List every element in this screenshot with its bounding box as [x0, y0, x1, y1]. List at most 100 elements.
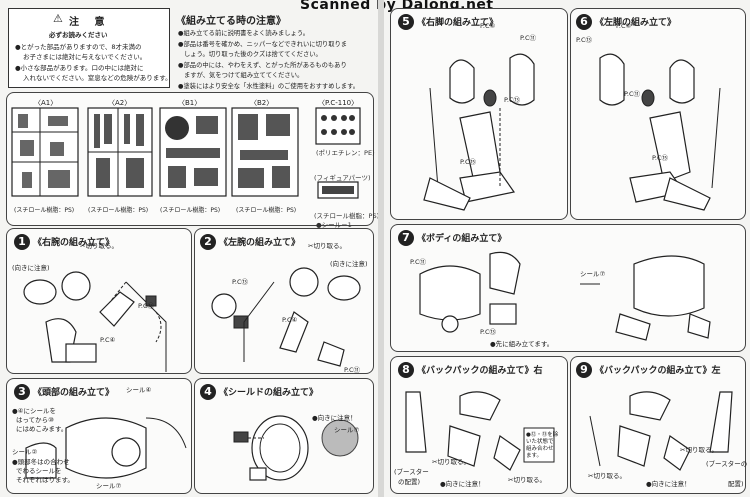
step-3-callout-note2: はってから⑩: [16, 416, 55, 424]
left-page: ⚠ 注 意 必ずお読みください ●とがった部品がありますので、8才未満の お子さ…: [6, 8, 380, 494]
runner-material-a2: (スチロール樹脂：PS): [88, 207, 149, 214]
page-gutter: [378, 0, 384, 497]
step-7-title: 7《ボディの組み立て》: [398, 230, 506, 246]
step-2-callout-pc-b: P.C⑬: [232, 278, 249, 286]
step-8-callout-note2: いた状態で: [526, 439, 554, 445]
step-5-diagram: [423, 53, 535, 211]
step-3-callout-seal-a: シール④: [126, 386, 152, 394]
runner-label-a2: 〈A2〉: [108, 99, 132, 107]
step-5-title: 5《右脚の組み立て》: [398, 14, 498, 30]
step-8-number: 8: [398, 362, 414, 378]
step-9-title-text: 《バックパックの組み立て》左: [595, 366, 721, 376]
right-page: 5《右脚の組み立て》 P.C⑥ P.C⑪ P.C⑬ P.C⑮ 6《左脚の組み立て…: [384, 0, 750, 497]
step-9-callout-cut1: ✂切り取る。: [680, 446, 718, 454]
warning-icon: ⚠: [53, 12, 63, 25]
step-2-callout-pc-a: P.C④: [282, 316, 298, 324]
step-8-title: 8《バックパックの組み立て》右: [398, 362, 543, 378]
step-9-title: 9《バックパックの組み立て》左: [576, 362, 721, 378]
runner-polyethylene: (ポリエチレン：PE): [316, 149, 375, 157]
caution-title: 注 意: [69, 17, 111, 28]
step-6-diagram: [599, 53, 721, 211]
runner-label-b1: 〈B1〉: [178, 99, 202, 107]
step-6-callout-pc3: P.C⑪: [624, 90, 641, 98]
seal-label: ●シール－1: [316, 221, 352, 229]
step-7-callout-pc-d: P.C⑪: [410, 258, 427, 266]
note-line-1: ●組み立てる前に説明書をよく読みましょう。: [178, 30, 310, 37]
step-9-diagram: [589, 391, 733, 471]
note-line-3: しょう。切り取った後のクズは捨ててください。: [184, 51, 322, 58]
runner-material-a1: (スチロール樹脂：PS): [14, 207, 75, 214]
step-3-title: 3《頭部の組み立て》: [14, 384, 114, 400]
step-3-callout-note1: ●④にシールを: [12, 407, 56, 415]
step-9-callout-booster1: (ブースターの: [706, 460, 748, 468]
caution-line-5: 入れないでください。窒息などの危険があります。: [23, 74, 172, 82]
step-7-number: 7: [398, 230, 414, 246]
step-8-callout-booster1: (ブースター: [394, 468, 429, 476]
step-2-title: 2《左腕の組み立て》: [200, 234, 300, 250]
notes-title: 《組み立てる時の注意》: [176, 16, 286, 27]
step-1-title-text: 《右腕の組み立て》: [33, 238, 115, 248]
step-7-callout-pc-b: P.C⑬: [480, 328, 497, 336]
step-3-callout-note4: ●頭部冬はの合わせ: [12, 458, 70, 466]
step-3-callout-note5: でわるシールを: [16, 467, 62, 475]
step-6-title: 6《左脚の組み立て》: [576, 14, 676, 30]
step-5-callout-pc4: P.C⑮: [460, 158, 477, 166]
runner-label-b2: 〈B2〉: [250, 99, 274, 107]
step-4-number: 4: [200, 384, 216, 400]
step-2-number: 2: [200, 234, 216, 250]
step-2-diagram: [211, 267, 361, 367]
step-4-callout-seal: シール⑦: [334, 426, 360, 434]
runner-label-pc110: 〈P.C-110〉: [318, 99, 359, 107]
step-6-callout-pc2: P.C⑬: [576, 36, 593, 44]
step-7-callout-first: ●先に組み立てます。: [490, 340, 554, 348]
step-1-callout-pc-b: P.C⑬: [138, 302, 155, 310]
step-5-callout-pc1: P.C⑥: [480, 22, 496, 30]
step-1-diagram: [23, 271, 167, 372]
step-1-number: 1: [14, 234, 30, 250]
caution-line-1: 必ずお読みください: [49, 31, 108, 39]
caution-line-2: ●とがった部品がありますので、8才未満の: [15, 43, 142, 51]
caution-line-3: お子さまには絶対に与えないでください。: [23, 53, 147, 61]
step-8-callout-booster2: の配置): [398, 478, 421, 486]
step-5-callout-pc2: P.C⑪: [520, 34, 537, 42]
step-7-callout-seal: シール⑦: [580, 270, 606, 278]
step-8-callout-note1: ●⑫・⑬を除: [526, 432, 559, 438]
step-7-title-text: 《ボディの組み立て》: [417, 234, 507, 244]
runner-material-pc110: (スチロール樹脂：PS): [314, 212, 380, 220]
runner-label-a1: 〈A1〉: [34, 99, 58, 107]
step-3-number: 3: [14, 384, 30, 400]
step-1-callout-orient: (向きに注意): [12, 264, 50, 272]
step-8-title-text: 《バックパックの組み立て》右: [417, 366, 543, 376]
step-5-callout-pc3: P.C⑬: [504, 96, 521, 104]
step-3-callout-note6: それぞれはります。: [16, 476, 74, 484]
step-1-callout-cut: ✂切り取る。: [80, 242, 118, 250]
step-9-number: 9: [576, 362, 592, 378]
step-3-callout-seal-c: シール⑦: [96, 482, 122, 490]
runner-material-b2: (スチロール樹脂：PS): [236, 207, 297, 214]
step-4-callout-orient: ●向きに注意！: [312, 414, 357, 422]
step-2-callout-orient: (向きに注意): [330, 260, 368, 268]
step-6-callout-pc1: P.C⑥: [616, 22, 632, 30]
step-6-callout-pc4: P.C⑮: [652, 154, 669, 162]
step-8-callout-note4: ます。: [526, 453, 542, 459]
runner-material-b1: (スチロール樹脂：PS): [160, 207, 221, 214]
step-4-diagram: [233, 415, 359, 481]
caution-line-4: ●小さな部品があります。口の中には絶対に: [15, 64, 144, 72]
step-4-title-text: 《シールドの組み立て》: [219, 388, 319, 398]
step-6-title-text: 《左脚の組み立て》: [595, 18, 677, 28]
step-1-title: 1《右腕の組み立て》: [14, 234, 114, 250]
step-8-callout-orient: ●向きに注意！: [440, 480, 485, 488]
step-2-title-text: 《左腕の組み立て》: [219, 238, 301, 248]
step-3-diagram: [25, 417, 187, 479]
step-1-callout-pc-a: P.C④: [100, 336, 116, 344]
step-2-callout-cut: ✂切り取る。: [308, 242, 346, 250]
step-6-number: 6: [576, 14, 592, 30]
runner-figure: (フィギュアパーツ): [314, 174, 371, 182]
step-5-title-text: 《右脚の組み立て》: [417, 18, 499, 28]
runner-diagram: [11, 107, 361, 199]
note-line-4: ●部品の中には、やわをえず、とがった所があるものもあり: [178, 62, 347, 69]
step-9-callout-cut2: ✂切り取る。: [588, 472, 626, 480]
step-2-callout-pc-h: P.C⑪: [344, 366, 361, 374]
step-7-diagram: [419, 251, 711, 341]
step-8-callout-note3: 組み合わせ: [526, 446, 554, 452]
